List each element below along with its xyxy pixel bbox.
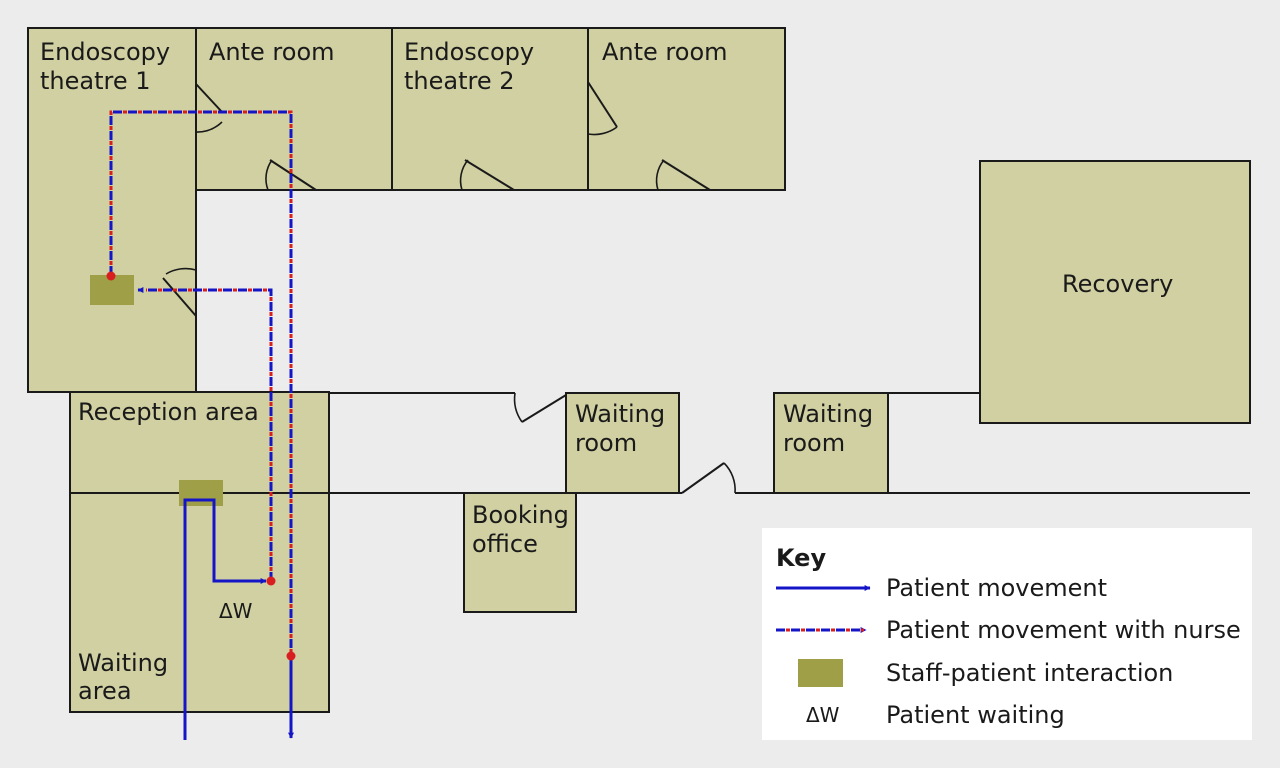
label-waiting-area: Waiting area — [78, 649, 176, 705]
nurse-path-dot-theatre — [106, 271, 116, 281]
room-waiting-room-1 — [565, 392, 680, 494]
room-recovery — [979, 160, 1251, 424]
nurse-path-from-theatre — [109, 110, 294, 739]
nurse-path-dot-waiting — [266, 576, 276, 586]
legend-swatch-interaction — [798, 659, 843, 687]
legend-label-nurse-movement: Patient movement with nurse — [886, 616, 1241, 644]
legend-title: Key — [776, 544, 826, 572]
corridor-walls — [329, 392, 1250, 494]
room-waiting-area — [69, 492, 330, 713]
label-waiting-room-2: Waiting room — [783, 400, 881, 457]
label-reception-area: Reception area — [78, 398, 259, 426]
label-ante-room-1: Ante room — [209, 38, 335, 66]
label-endoscopy-theatre-2: Endoscopy theatre 2 — [404, 38, 542, 95]
room-ante-room-2 — [587, 27, 786, 191]
label-waiting-room-1: Waiting room — [575, 400, 673, 457]
doors — [162, 81, 736, 494]
legend-box — [762, 528, 1252, 740]
label-endoscopy-theatre-1: Endoscopy theatre 1 — [40, 38, 178, 95]
legend-label-patient-movement: Patient movement — [886, 574, 1107, 602]
room-endoscopy-theatre-2 — [391, 27, 589, 191]
patient-movement-path — [183, 498, 267, 740]
nurse-path-to-theatre — [137, 287, 273, 581]
room-reception-area — [69, 391, 330, 494]
legend: Key Patient movement Patient movement wi… — [762, 528, 1252, 740]
room-booking-office — [463, 492, 577, 613]
legend-label-waiting: Patient waiting — [886, 701, 1065, 729]
legend-symbol-waiting: ΔW — [806, 703, 840, 727]
label-ante-room-2: Ante room — [602, 38, 728, 66]
patient-waiting-marker: ΔW — [219, 599, 253, 623]
room-ante-room-1 — [195, 27, 393, 191]
label-booking-office: Booking office — [472, 501, 576, 558]
nurse-path-dot-exit — [286, 651, 296, 661]
label-recovery: Recovery — [1062, 270, 1173, 298]
legend-label-interaction: Staff-patient interaction — [886, 659, 1173, 687]
